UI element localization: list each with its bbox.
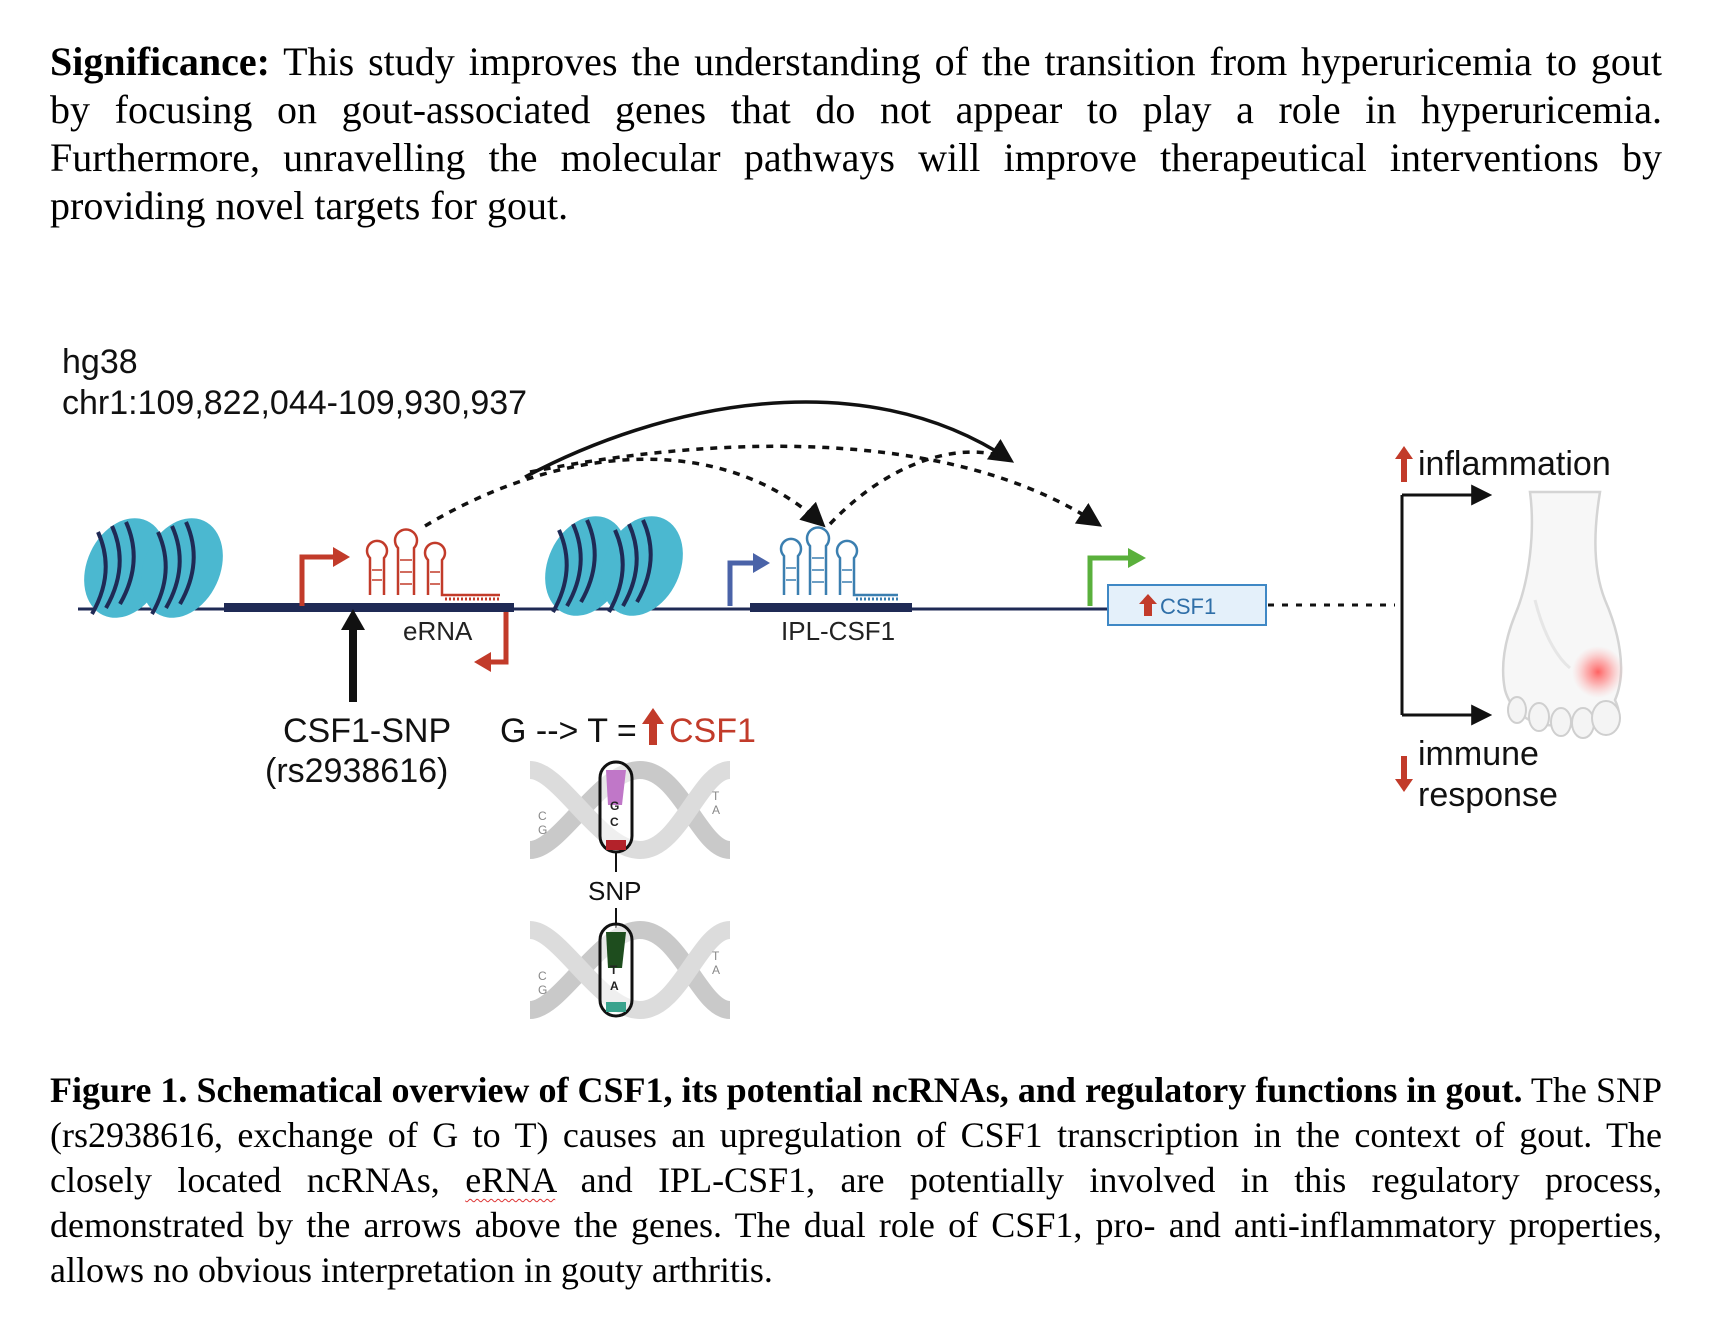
csf1-up-arrow (1139, 594, 1157, 616)
erna-promoter-arrowhead (333, 547, 350, 567)
genome-label: hg38 (62, 343, 138, 381)
helix2-base-c: C (538, 969, 547, 983)
dashed-arc-erna-to-ipl (424, 457, 826, 528)
snp-pointer-arrowhead (341, 609, 365, 630)
dna-helix-gc: C G T A G C (528, 760, 732, 860)
dashed-arc-ipl-to-csf1 (828, 450, 1016, 526)
snp-change-target: CSF1 (669, 712, 756, 750)
erna-label: eRNA (403, 616, 473, 646)
helix1-base-g-center: G (610, 799, 619, 813)
helix1-base-t: T (712, 789, 720, 803)
caption-text-b: and IPL-CSF1, are potentially involved i… (50, 1160, 1662, 1290)
figure-caption: Figure 1. Schematical overview of CSF1, … (50, 1068, 1662, 1293)
helix1-base-a: A (712, 803, 720, 817)
snp-center-label: SNP (588, 876, 641, 906)
helix1-base-c-center: C (610, 815, 619, 829)
significance-paragraph: Significance: This study improves the un… (50, 38, 1662, 230)
csf1-box-label: CSF1 (1160, 594, 1216, 619)
erna-promoter-arrow (299, 554, 335, 606)
helix2-base-a: A (712, 963, 720, 977)
snp-change-up-arrow (642, 708, 664, 745)
snp-rsid: (rs2938616) (265, 752, 448, 790)
erna-antisense-arrowhead (474, 652, 491, 672)
csf1-promoter-arrowhead (1128, 548, 1146, 568)
immune-label-line1: immune (1418, 735, 1539, 773)
significance-label: Significance: (50, 39, 270, 84)
csf1-promoter-arrow (1087, 555, 1130, 606)
helix2-base-g: G (538, 983, 547, 997)
erna-gene-bar (224, 603, 514, 612)
solid-regulatory-arc (524, 400, 1015, 479)
helix1-base-g: G (538, 823, 547, 837)
immune-down-arrow (1395, 756, 1413, 792)
ipl-label: IPL-CSF1 (781, 616, 895, 646)
ipl-transcript (779, 526, 898, 601)
snp-name: CSF1-SNP (283, 712, 451, 750)
ipl-gene-bar (750, 603, 912, 612)
caption-erna-word: eRNA (465, 1160, 556, 1200)
dashed-arc-erna-to-csf1 (529, 444, 1103, 527)
caption-text-a: The SNP (rs2938616, exchange of G to T) … (50, 1070, 1663, 1200)
nucleosome-group-1 (84, 518, 223, 618)
helix2-base-t-center: T (610, 963, 618, 977)
csf1-gene-box (1107, 584, 1267, 626)
erna-transcript (365, 528, 500, 601)
inflammation-label: inflammation (1418, 445, 1611, 483)
snp-change-text: G --> T = (500, 712, 637, 750)
nucleosome-group-2 (545, 516, 683, 616)
foot-illustration (1501, 490, 1624, 739)
inflammation-up-arrow (1395, 446, 1413, 482)
significance-text: This study improves the understanding of… (50, 39, 1662, 228)
helix2-base-a-center: A (610, 979, 619, 993)
helix1-base-c: C (538, 809, 547, 823)
inflamed-joint-glow (1572, 646, 1624, 698)
immune-label-line2: response (1418, 776, 1558, 814)
ipl-promoter-arrow (727, 560, 755, 606)
ipl-promoter-arrowhead (753, 553, 770, 573)
dna-helix-ta: C G T A T A (528, 920, 732, 1020)
helix2-base-t: T (712, 949, 720, 963)
erna-antisense-arrow (488, 612, 509, 665)
caption-label: Figure 1. Schematical overview of CSF1, … (50, 1070, 1523, 1110)
coords-label: chr1:109,822,044-109,930,937 (62, 384, 527, 422)
